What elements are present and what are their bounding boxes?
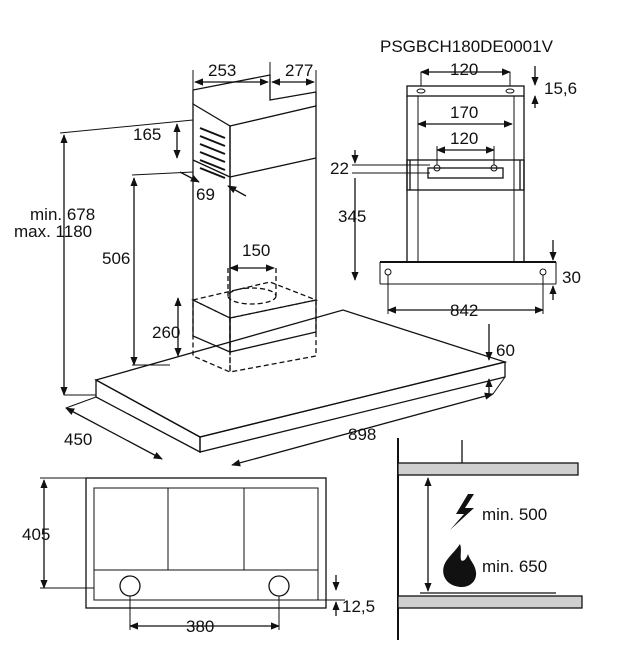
cooktop-distance-view: min. 500 min. 650 bbox=[397, 438, 583, 640]
light-spacing: 380 bbox=[186, 617, 214, 636]
bracket-height: 345 bbox=[338, 207, 366, 226]
cooktop-profile bbox=[397, 595, 583, 609]
mid-spacing-inner: 120 bbox=[450, 129, 478, 148]
bottom-offset: 30 bbox=[562, 268, 581, 287]
chimney-offset-top: 165 bbox=[133, 125, 161, 144]
motor-box-right bbox=[229, 299, 317, 373]
hood-width: 898 bbox=[348, 425, 376, 444]
chimney-offset-side: 69 bbox=[196, 185, 215, 204]
hole-offset: 22 bbox=[330, 159, 349, 178]
middle-bracket bbox=[406, 159, 525, 191]
distance-electric: min. 500 bbox=[482, 505, 547, 524]
hood-profile bbox=[397, 462, 579, 476]
mid-spacing-outer: 170 bbox=[450, 103, 478, 122]
chimney-joint-left bbox=[192, 159, 231, 178]
top-offset: 15,6 bbox=[544, 79, 577, 98]
height-range-max: max. 1180 bbox=[14, 222, 92, 241]
bottom-view: 405 380 12,5 bbox=[22, 477, 375, 636]
electric-icon bbox=[450, 494, 474, 530]
bottom-depth: 405 bbox=[22, 525, 50, 544]
top-bracket bbox=[406, 85, 525, 97]
model-code: PSGBCH180DE0001V bbox=[380, 37, 554, 56]
light-offset: 12,5 bbox=[342, 597, 375, 616]
bottom-width: 842 bbox=[450, 301, 478, 320]
bottom-outer bbox=[85, 477, 327, 609]
height-to-box: 506 bbox=[102, 249, 130, 268]
light-right bbox=[268, 575, 290, 597]
hood-perspective-view: 253 277 165 69 min. 678 max. 1180 506 15… bbox=[14, 61, 515, 467]
chimney-top-edge bbox=[192, 74, 317, 106]
light-left bbox=[119, 575, 141, 597]
chimney-joint bbox=[229, 157, 317, 178]
box-height: 260 bbox=[152, 323, 180, 342]
hood-depth: 450 bbox=[64, 430, 92, 449]
chimney-right-face bbox=[229, 105, 317, 353]
bracket-view: PSGBCH180DE0001V 120 15,6 170 120 bbox=[330, 37, 581, 320]
canopy-front-left bbox=[95, 378, 201, 454]
motor-box-left bbox=[192, 298, 231, 373]
duct-diameter: 150 bbox=[242, 241, 270, 260]
chimney-width-2: 277 bbox=[285, 61, 313, 80]
hood-thickness: 60 bbox=[496, 341, 515, 360]
chimney-width-1: 253 bbox=[208, 61, 236, 80]
gas-flame-icon bbox=[443, 544, 477, 587]
distance-gas: min. 650 bbox=[482, 557, 547, 576]
height-range-min: min. 678 bbox=[30, 205, 95, 224]
top-spacing: 120 bbox=[450, 60, 478, 79]
vent-slots bbox=[199, 127, 226, 179]
